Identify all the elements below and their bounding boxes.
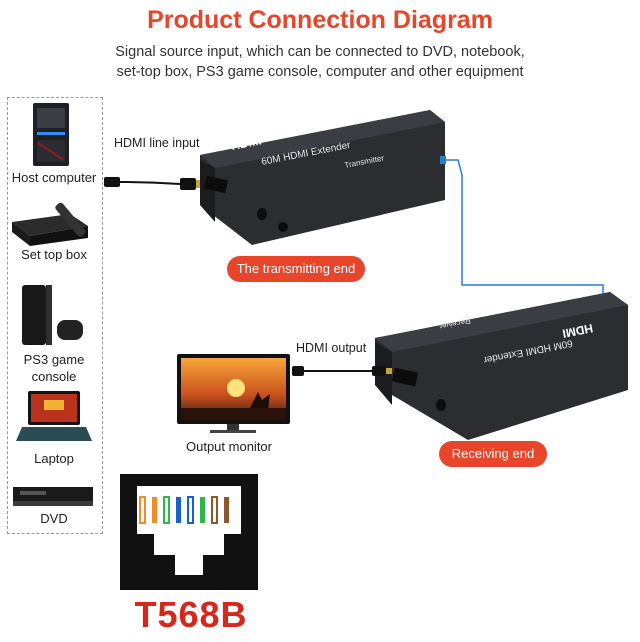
label-host-computer: Host computer [11, 170, 97, 185]
hdmi-output-label: HDMI output [296, 341, 367, 355]
receiver-logo: HDMI [561, 321, 594, 341]
dvd-player-icon [13, 487, 93, 506]
transmitting-end-badge: The transmitting end [227, 256, 365, 282]
ps3-console-icon [22, 285, 83, 345]
laptop-icon [16, 391, 92, 441]
source-devices-panel [7, 97, 103, 534]
page-title: Product Connection Diagram [147, 6, 493, 34]
receiver-device [375, 292, 628, 440]
hdmi-input-label: HDMI line input [114, 136, 200, 150]
transmitter-logo: HDMI [230, 133, 263, 153]
hdmi-output-cable [292, 366, 392, 376]
wiring-standard-label: T568B [134, 594, 248, 635]
output-monitor-icon [177, 354, 290, 433]
label-ps3: PS3 game console [7, 351, 101, 385]
receiving-end-badge: Receiving end [439, 441, 547, 467]
subtitle-line-1: Signal source input, which can be connec… [115, 44, 525, 60]
hdmi-input-cable [104, 177, 204, 190]
page-subtitle: Signal source input, which can be connec… [20, 42, 620, 82]
label-laptop: Laptop [34, 451, 74, 466]
host-computer-icon [33, 103, 69, 166]
label-ps3-line-1: PS3 game [23, 352, 85, 367]
subtitle-line-2: set-top box, PS3 game console, computer … [116, 64, 524, 80]
rj45-connector-icon [120, 474, 258, 590]
set-top-box-icon [12, 202, 88, 246]
label-dvd: DVD [40, 511, 68, 526]
transmitter-device [200, 110, 445, 245]
label-set-top-box: Set top box [21, 247, 87, 262]
network-cable [440, 156, 606, 313]
label-ps3-line-2: console [31, 369, 77, 384]
output-monitor-label: Output monitor [186, 439, 272, 454]
